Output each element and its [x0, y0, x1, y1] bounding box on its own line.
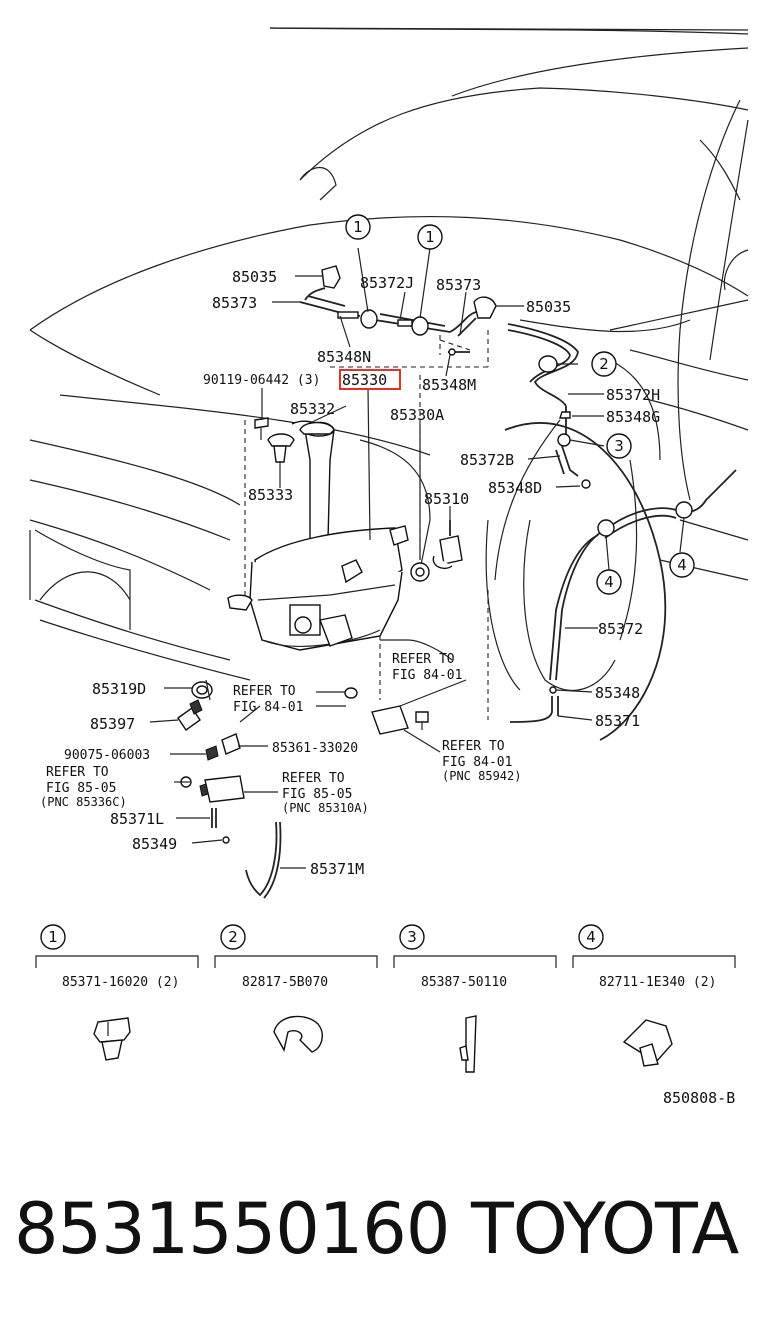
part-label-85372B: 85372B: [460, 451, 514, 469]
part-label-85035: 85035: [526, 298, 571, 316]
refer-note-5-line3: (PNC 85310A): [282, 801, 369, 815]
callout-circle-1a: [345, 214, 371, 240]
refer-note-4-line1: REFER TO: [46, 765, 109, 780]
refer-note-1-line2: FIG 84-01: [392, 668, 462, 683]
part-label-85372J: 85372J: [360, 274, 414, 292]
callout-circle-4b: [669, 552, 695, 578]
refer-note-5-line2: FIG 85-05: [282, 787, 352, 802]
car-body-outline: [29, 27, 749, 741]
legend-item-3-part: 85387-50110: [421, 975, 507, 990]
part-label-85330-highlighted: 85330: [342, 371, 387, 389]
part-label-85372H: 85372H: [606, 386, 660, 404]
part-label-85372: 85372: [598, 620, 643, 638]
part-label-85397: 85397: [90, 715, 135, 733]
legend-item-1-num: 1: [48, 928, 58, 946]
refer-note-4-line2: FIG 85-05: [46, 781, 116, 796]
hood-hoses: [299, 265, 737, 723]
legend-item-4-part: 82711-1E340 (2): [599, 975, 716, 990]
callout-circle-4b-label: 4: [677, 556, 687, 574]
part-label-85373: 85373: [436, 276, 481, 294]
part-label-85371L: 85371L: [110, 810, 164, 828]
part-label-85348M: 85348M: [422, 376, 476, 394]
refer-note-4-line3: (PNC 85336C): [40, 795, 127, 809]
part-label-85310: 85310: [424, 490, 469, 508]
legend-item-1: 1 85371-16020 (2): [35, 924, 199, 1061]
caption-part-number: 8531550160: [14, 1188, 450, 1270]
part-label-85035: 85035: [232, 268, 277, 286]
refer-note-5-line1: REFER TO: [282, 771, 345, 786]
highlight-box: [339, 369, 401, 390]
lower-parts: [177, 681, 429, 899]
part-label-85333: 85333: [248, 486, 293, 504]
washer-tank: [227, 417, 463, 651]
legend-item-2-part: 82817-5B070: [242, 975, 328, 990]
callout-circle-1b: [417, 224, 443, 250]
clip-legend: 1 85371-16020 (2) 2 82817-5B070 3 85387-…: [35, 924, 736, 1073]
part-label-85348: 85348: [595, 684, 640, 702]
legend-item-3-num: 3: [407, 928, 417, 946]
callout-circle-4a: [596, 569, 622, 595]
part-label-90119-06442: 90119-06442 (3): [203, 373, 320, 388]
part-label-85349: 85349: [132, 835, 177, 853]
callout-circle-4a-label: 4: [604, 573, 614, 591]
clip-4-icon: [622, 1019, 673, 1063]
refer-notes: REFER TO FIG 84-01 REFER TO FIG 84-01 RE…: [40, 652, 521, 815]
refer-note-3-line2: FIG 84-01: [442, 755, 512, 770]
legend-item-1-part: 85371-16020 (2): [62, 975, 179, 990]
leader-lines: [149, 247, 685, 869]
callout-circle-2-label: 2: [599, 355, 609, 373]
refer-note-3-line1: REFER TO: [442, 739, 505, 754]
part-label-85348D: 85348D: [488, 479, 542, 497]
callout-circles: 1 1 2 3 4 4: [345, 214, 695, 595]
part-label-85330A: 85330A: [390, 406, 444, 424]
part-label-85348N: 85348N: [317, 348, 371, 366]
clip-2-icon: [273, 1015, 323, 1053]
refer-note-3-line3: (PNC 85942): [442, 769, 521, 783]
part-label-85371M: 85371M: [310, 860, 364, 878]
clip-1-icon: [93, 1017, 131, 1043]
legend-item-2-num: 2: [228, 928, 238, 946]
part-label-85371: 85371: [595, 712, 640, 730]
refer-note-2-line1: REFER TO: [233, 684, 296, 699]
refer-note-2-line2: FIG 84-01: [233, 700, 303, 715]
part-label-85361-33020: 85361-33020: [272, 741, 358, 756]
caption-brand: TOYOTA: [471, 1188, 739, 1270]
diagram-code: 850808-B: [663, 1089, 735, 1107]
part-label-85348G: 85348G: [606, 408, 660, 426]
part-label-85373: 85373: [212, 294, 257, 312]
callout-circle-3-label: 3: [614, 437, 624, 455]
legend-item-4: 4 82711-1E340 (2): [572, 924, 736, 1067]
caption: 8531550160 TOYOTA: [14, 1188, 754, 1280]
connector-3-icon: [465, 1015, 477, 1073]
legend-item-3: 3 85387-50110: [393, 924, 557, 1073]
part-labels: 85035 85372J 85373 85373 85035 85348N 90…: [64, 268, 660, 878]
part-label-85332: 85332: [290, 400, 335, 418]
callout-circle-3: [606, 433, 632, 459]
refer-note-1-line1: REFER TO: [392, 652, 455, 667]
legend-item-4-num: 4: [586, 928, 596, 946]
part-label-85319D: 85319D: [92, 680, 146, 698]
callout-circle-1a-label: 1: [353, 218, 363, 236]
callout-circle-1b-label: 1: [425, 228, 435, 246]
callout-circle-2: [591, 351, 617, 377]
part-label-90075-06003: 90075-06003: [64, 748, 150, 763]
legend-item-2: 2 82817-5B070: [214, 924, 378, 1053]
